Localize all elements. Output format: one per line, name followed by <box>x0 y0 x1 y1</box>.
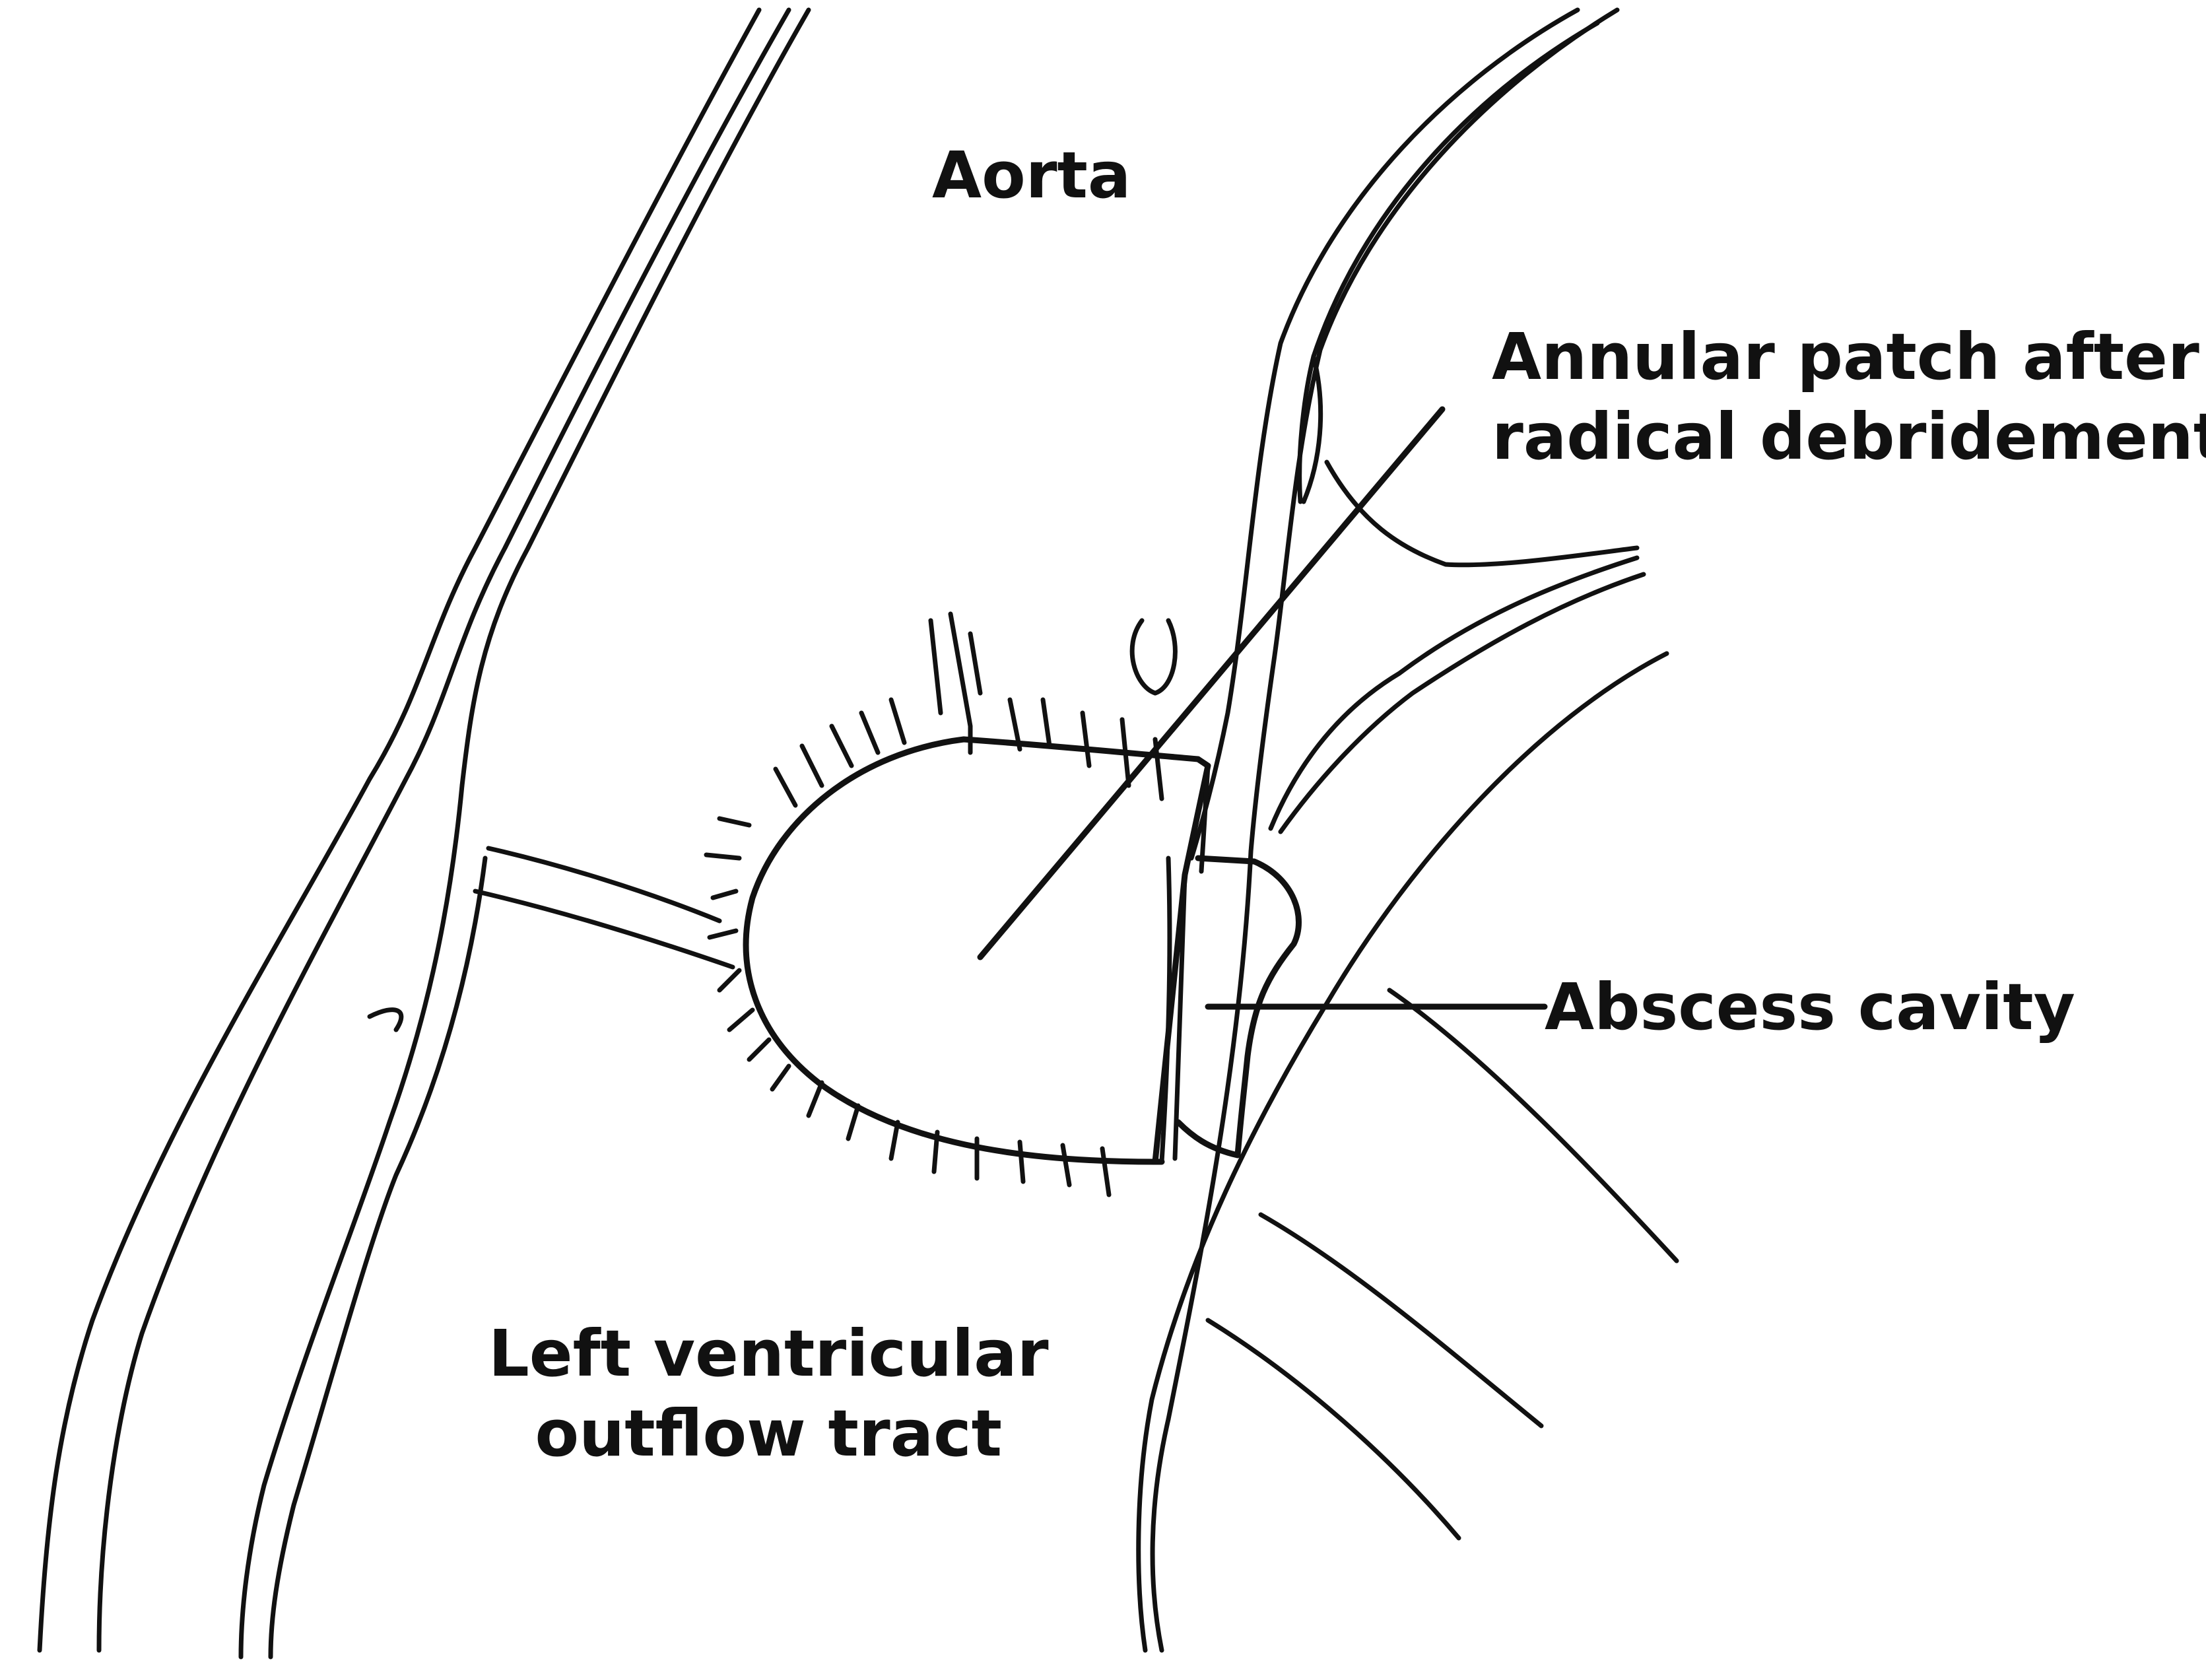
leader-line-patch <box>977 406 1446 960</box>
annular-patch <box>743 736 1211 1165</box>
patch-sutures <box>704 611 1178 1197</box>
aorta-label: Aorta <box>932 138 1131 213</box>
left-aortic-wall <box>37 7 811 1660</box>
lvot-label-line1: Left ventricular <box>488 1316 1049 1391</box>
right-aortic-wall <box>1136 7 1679 1653</box>
annular-patch-label-line2: radical debridement <box>1492 399 2206 475</box>
lvot-label-line2: outflow tract <box>535 1396 1003 1471</box>
leader-lines <box>977 406 1548 1010</box>
abscess-cavity-label: Abscess cavity <box>1545 970 2075 1044</box>
annular-patch-label: Annular patch after radical debridement <box>1492 317 2206 477</box>
lvot-label: Left ventricular outflow tract <box>488 1314 1049 1474</box>
abscess-cavity <box>1175 855 1302 1159</box>
coronary-channel <box>473 846 735 970</box>
annular-patch-label-line1: Annular patch after <box>1492 319 2199 394</box>
